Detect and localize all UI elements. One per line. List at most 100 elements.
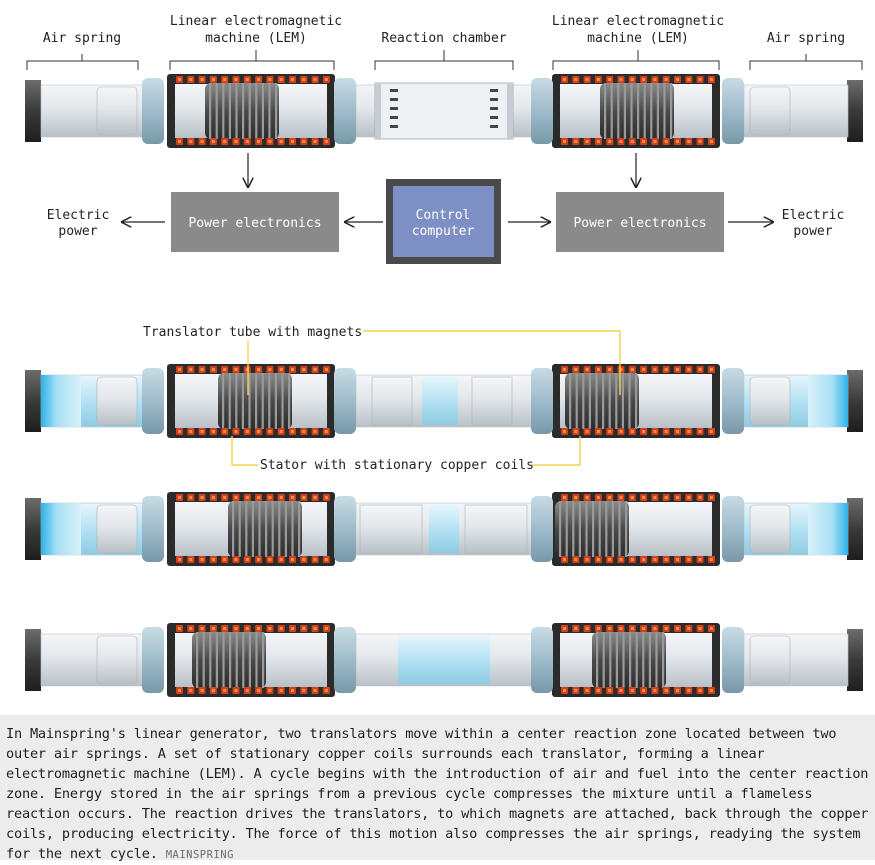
copper-coil-glint-right-top-11 (687, 496, 691, 499)
caption-credit: MAINSPRING (165, 849, 234, 861)
copper-coil-glint-right-bottom-13 (709, 140, 713, 143)
copper-coil-glint-right-bottom-10 (676, 140, 679, 143)
copper-coil-glint-right-bottom-1 (574, 558, 578, 561)
magnet-ring-left-5 (242, 83, 245, 139)
copper-coil-glint-left-top-10 (291, 78, 294, 81)
copper-coil-glint-left-bottom-2 (200, 140, 204, 143)
copper-coil-glint-right-top-2 (585, 368, 589, 371)
copper-coil-glint-left-bottom-10 (291, 430, 294, 433)
copper-coil-glint-left-bottom-4 (223, 430, 227, 433)
magnet-ring-right-9 (618, 501, 621, 557)
copper-coil-glint-right-top-10 (676, 368, 679, 371)
power-electronics-left-box (171, 192, 339, 252)
copper-coil-glint-right-top-1 (574, 496, 578, 499)
copper-coil-glint-right-bottom-5 (619, 430, 623, 433)
magnet-ring-right-7 (642, 632, 645, 688)
copper-coil-glint-right-top-0 (563, 78, 566, 81)
copper-coil-glint-right-top-5 (619, 368, 623, 371)
end-cap-left (25, 498, 41, 560)
copper-coil-glint-right-bottom-13 (709, 689, 713, 692)
magnet-ring-left-1 (238, 501, 241, 557)
magnet-ring-left-5 (265, 501, 268, 557)
air-spring-piston-right (749, 376, 791, 426)
magnet-ring-right-2 (572, 501, 575, 557)
generator-assembly-cycle-3 (25, 623, 863, 697)
copper-coil-glint-right-top-12 (698, 78, 702, 81)
magnet-ring-left-2 (209, 632, 212, 688)
copper-coil-glint-left-bottom-6 (245, 430, 249, 433)
magnet-ring-left-4 (258, 501, 261, 557)
magnet-ring-left-7 (242, 632, 245, 688)
copper-coil-glint-right-top-0 (563, 627, 566, 630)
copper-coil-glint-left-bottom-6 (245, 689, 249, 692)
lem-right-label-line1: Linear electromagnetic (552, 14, 724, 29)
callouts: Translator tube with magnets Stator with… (141, 322, 534, 474)
copper-coil-glint-right-bottom-12 (698, 689, 702, 692)
copper-coil-glint-left-top-4 (223, 627, 227, 630)
copper-coil-glint-right-top-7 (642, 496, 646, 499)
magnet-ring-left-1 (228, 373, 231, 429)
magnet-ring-left-3 (251, 501, 254, 557)
lem-left-label-line1: Linear electromagnetic (170, 14, 342, 29)
magnet-ring-left-1 (202, 632, 205, 688)
copper-coil-glint-right-bottom-4 (608, 430, 612, 433)
magnet-ring-left-10 (298, 501, 301, 557)
copper-coil-glint-right-top-5 (619, 78, 623, 81)
copper-coil-glint-left-bottom-5 (234, 430, 238, 433)
copper-coil-glint-left-top-13 (324, 78, 328, 81)
copper-coil-glint-right-top-1 (574, 627, 578, 630)
air-spring-piston-right (749, 86, 791, 136)
copper-coil-glint-right-bottom-9 (664, 430, 668, 433)
magnet-ring-right-5 (592, 501, 595, 557)
collar-outer-left (142, 496, 164, 562)
copper-coil-glint-right-bottom-9 (664, 140, 668, 143)
copper-coil-glint-right-top-7 (642, 78, 646, 81)
reaction-zone-row1 (422, 377, 458, 425)
copper-coil-glint-right-bottom-10 (676, 430, 679, 433)
copper-coil-glint-right-top-4 (608, 78, 612, 81)
magnet-ring-left-0 (232, 501, 235, 557)
copper-coil-glint-left-bottom-13 (324, 430, 328, 433)
copper-coil-glint-left-bottom-13 (324, 558, 328, 561)
copper-coil-glint-right-bottom-2 (585, 558, 589, 561)
magnet-ring-left-9 (281, 373, 284, 429)
copper-coil-glint-left-top-9 (279, 368, 283, 371)
magnet-ring-right-3 (588, 373, 591, 429)
lem-right-label-line2: machine (LEM) (587, 31, 689, 46)
copper-coil-glint-left-bottom-12 (313, 140, 317, 143)
copper-coil-glint-left-bottom-0 (178, 140, 181, 143)
copper-coil-glint-left-top-5 (234, 368, 238, 371)
magnet-ring-right-6 (608, 373, 611, 429)
magnet-ring-right-1 (565, 501, 568, 557)
copper-coil-glint-right-top-6 (630, 78, 634, 81)
chamber-vent-right-3 (490, 116, 498, 119)
magnet-ring-left-4 (222, 632, 225, 688)
stator-leader-right (532, 436, 581, 466)
magnet-ring-right-5 (629, 632, 632, 688)
magnet-stack-left (228, 501, 302, 557)
copper-coil-glint-right-top-11 (687, 627, 691, 630)
copper-coil-glint-right-top-9 (664, 627, 668, 630)
copper-coil-glint-right-top-0 (563, 496, 566, 499)
copper-coil-glint-left-top-1 (189, 496, 193, 499)
magnet-stack-right (600, 83, 674, 139)
translator-inner-left-row2 (359, 504, 423, 554)
copper-coil-glint-right-bottom-11 (687, 430, 691, 433)
reaction-chamber-body (374, 82, 514, 140)
magnet-ring-left-8 (284, 501, 287, 557)
copper-coil-glint-right-bottom-12 (698, 140, 702, 143)
end-cap-right (847, 498, 863, 560)
magnet-ring-left-2 (235, 373, 238, 429)
copper-coil-glint-right-top-13 (709, 78, 713, 81)
electric-power-right-line1: Electric (782, 208, 845, 223)
air-spring-left-label: Air spring (43, 31, 121, 46)
copper-coil-glint-right-bottom-10 (676, 689, 679, 692)
copper-coil-glint-right-top-5 (619, 496, 623, 499)
copper-coil-glint-right-bottom-13 (709, 558, 713, 561)
copper-coil-glint-left-bottom-1 (189, 430, 193, 433)
air-spring-piston-left (96, 86, 138, 136)
magnet-ring-left-2 (245, 501, 248, 557)
copper-coil-glint-left-bottom-2 (200, 558, 204, 561)
magnet-ring-left-8 (248, 632, 251, 688)
copper-coil-glint-right-top-8 (653, 627, 657, 630)
